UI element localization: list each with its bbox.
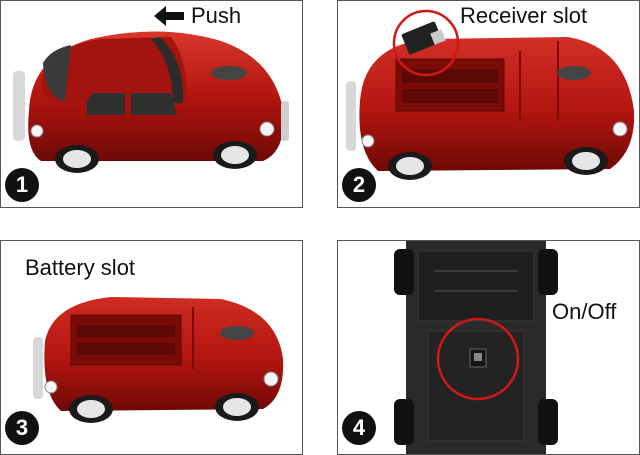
caption-battery-slot: Battery slot (25, 255, 136, 280)
caption-on-off: On/Off (552, 299, 617, 324)
panel-push: 1 Push (0, 0, 303, 208)
car-top-view-image (13, 31, 289, 173)
car-open-battery-image (33, 297, 284, 423)
step-badge: 1 (5, 168, 39, 202)
panel-receiver-slot: 2 Receiver slot (337, 0, 640, 208)
car-underside-image (394, 241, 558, 454)
car-open-receiver-image (346, 9, 635, 180)
caption-push: Push (191, 3, 242, 28)
step-badge: 3 (5, 411, 39, 445)
panel-on-off: 4 On/Off (337, 240, 640, 455)
step-badge: 4 (342, 411, 376, 445)
caption-receiver-slot: Receiver slot (460, 3, 588, 28)
left-arrow-icon (154, 6, 184, 26)
step-badge: 2 (342, 168, 376, 202)
panel-battery-slot: 3 Battery slot (0, 240, 303, 455)
